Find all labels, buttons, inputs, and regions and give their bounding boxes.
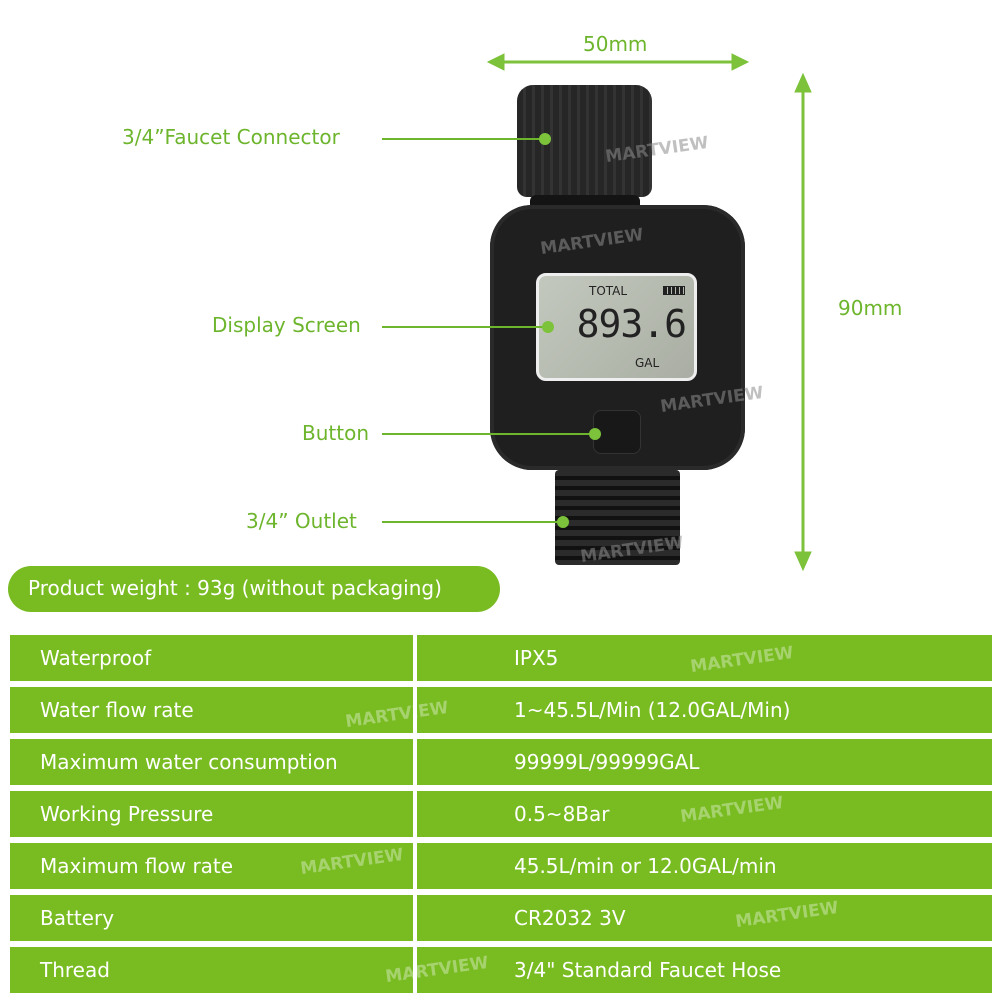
spec-name: Battery	[10, 895, 413, 941]
callout-dot	[557, 516, 569, 528]
callout-button: Button	[302, 421, 369, 445]
callout-dot	[589, 428, 601, 440]
width-arrow	[486, 53, 750, 71]
callout-leader	[382, 326, 545, 328]
spec-name: Thread	[10, 947, 413, 993]
height-dimension: 90mm	[838, 296, 903, 320]
callout-connector: 3/4”Faucet Connector	[122, 125, 340, 149]
callout-outlet: 3/4” Outlet	[246, 509, 357, 533]
spec-value: 3/4" Standard Faucet Hose	[417, 947, 992, 993]
outlet-thread	[555, 470, 680, 565]
spec-name: Maximum flow rate	[10, 843, 413, 889]
callout-dot	[542, 321, 554, 333]
lcd-unit: GAL	[635, 356, 660, 370]
spec-value: 1~45.5L/Min (12.0GAL/Min)	[417, 687, 992, 733]
spec-name: Working Pressure	[10, 791, 413, 837]
lcd-screen: TOTAL 893.6 GAL	[536, 273, 697, 381]
width-dimension: 50mm	[583, 32, 648, 56]
callout-leader	[382, 521, 562, 523]
callout-leader	[382, 433, 592, 435]
lcd-total-label: TOTAL	[589, 284, 628, 298]
spec-name: Maximum water consumption	[10, 739, 413, 785]
lcd-reading: 893.6	[576, 302, 687, 346]
spec-value: 99999L/99999GAL	[417, 739, 992, 785]
water-meter-device: TOTAL 893.6 GAL	[490, 85, 745, 565]
spec-value: 45.5L/min or 12.0GAL/min	[417, 843, 992, 889]
spec-value: CR2032 3V	[417, 895, 992, 941]
height-arrow	[794, 72, 812, 572]
callout-display: Display Screen	[212, 313, 361, 337]
callout-dot	[539, 133, 551, 145]
product-weight-banner: Product weight : 93g (without packaging)	[8, 566, 500, 612]
battery-full-icon	[663, 286, 685, 295]
dimension-arrows	[486, 53, 812, 572]
spec-name: Water flow rate	[10, 687, 413, 733]
spec-name: Waterproof	[10, 635, 413, 681]
spec-value: 0.5~8Bar	[417, 791, 992, 837]
spec-value: IPX5	[417, 635, 992, 681]
faucet-connector-nut	[517, 85, 652, 197]
callout-leader	[382, 138, 545, 140]
